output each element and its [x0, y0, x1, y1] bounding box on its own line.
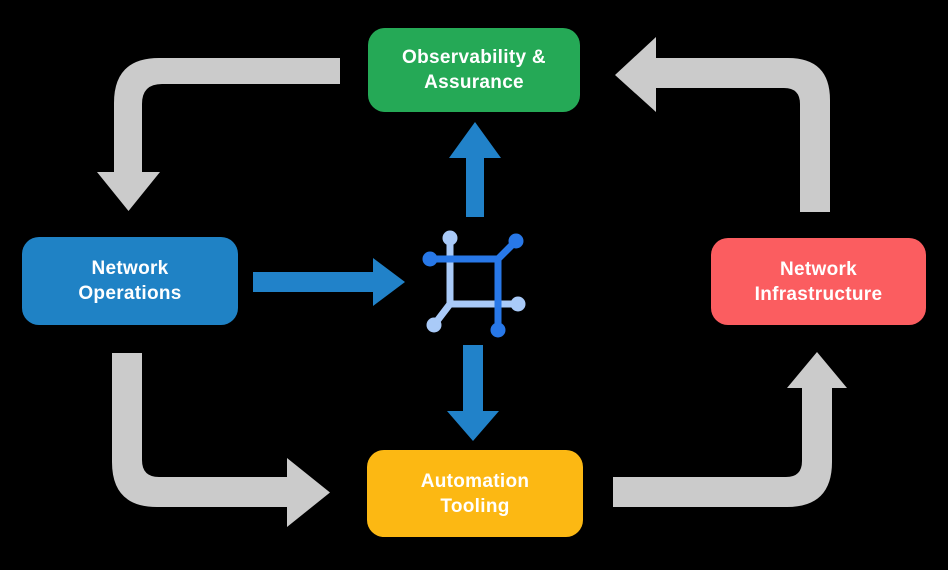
arrow-tooling-to-infrastructure [613, 352, 847, 507]
node-label-line: Observability & [402, 47, 546, 68]
arrow-operations-to-center [253, 258, 405, 306]
network-mesh-icon [422, 230, 526, 338]
node-label-line: Assurance [424, 72, 524, 93]
arrow-observability-to-operations [97, 58, 340, 211]
arrow-operations-to-tooling [112, 353, 330, 527]
node-observability-assurance: Observability & Assurance [368, 28, 580, 112]
mesh-bright-strokes [422, 233, 524, 338]
node-automation-tooling: Automation Tooling [367, 450, 583, 537]
node-label-line: Infrastructure [754, 283, 883, 305]
node-label-line: Tooling [440, 495, 510, 517]
mesh-light-strokes [426, 230, 526, 333]
arrow-center-to-tooling [447, 345, 499, 441]
arrow-center-to-observability [449, 122, 501, 217]
node-label-line: Operations [78, 283, 182, 304]
node-label-line: Automation [420, 470, 530, 492]
node-network-infrastructure: Network Infrastructure [711, 238, 926, 325]
node-label-line: Network [91, 258, 169, 279]
arrow-infrastructure-to-observability [615, 37, 830, 212]
node-label-line: Network [779, 258, 858, 280]
node-network-operations: Network Operations [22, 237, 238, 325]
